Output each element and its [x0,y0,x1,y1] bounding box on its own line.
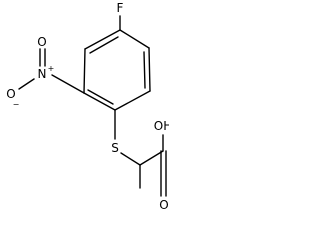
s-c-bond [120,152,141,166]
structure-diagram: F N + O O − S OH O [0,0,169,224]
ring-double-bond-inner [87,89,114,105]
sulfur-label: S [111,141,119,155]
nitro-nitrogen-label: N [38,67,47,81]
ring-bond [84,29,121,50]
hydroxyl-label: OH [154,119,169,133]
molecule-drawing: F N + O O − S OH O [6,1,169,212]
ring-double-bond-inner [89,36,119,54]
ring-bond [148,47,151,92]
ring-bond [83,48,86,94]
fluorine-label: F [117,1,124,15]
nitro-nitrogen-charge: + [48,64,55,73]
nitro-oxygen-top-label: O [37,35,46,49]
c-carboxyl-bond [139,150,164,166]
ring-bond [83,92,116,111]
ring-bond [119,29,150,49]
n-o-single-bond [18,78,35,90]
c-n-bond [51,74,85,94]
ring-bond [114,90,151,111]
carbonyl-oxygen-label: O [159,198,168,212]
ring-double-bond-inner [143,51,146,89]
benzene-ring [83,29,151,111]
nitro-oxygen-left-label: O [6,87,15,101]
nitro-oxygen-charge: − [13,100,20,109]
